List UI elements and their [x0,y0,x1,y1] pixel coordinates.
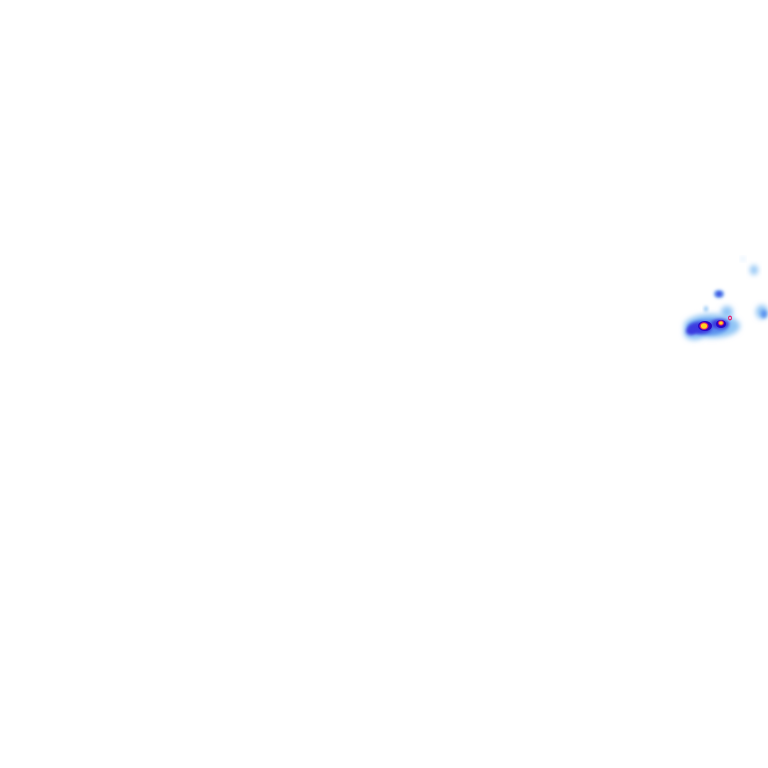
rain-echo-intense [700,323,708,329]
rain-echo-intense [719,321,723,325]
rain-echo-light [721,306,733,318]
rain-cell-scattered-east [741,257,768,319]
rain-echo-light [704,306,708,312]
rain-echo-moderate [761,310,767,318]
rain-echo-light [729,316,731,320]
rain-echo-light [750,265,758,275]
rain-echo-moderate [686,327,696,335]
rain-cell-main-cluster [684,306,740,340]
rain-echo-light [741,257,745,261]
rain-echo-moderate [716,292,722,296]
rain-cell-small-north [704,290,724,312]
